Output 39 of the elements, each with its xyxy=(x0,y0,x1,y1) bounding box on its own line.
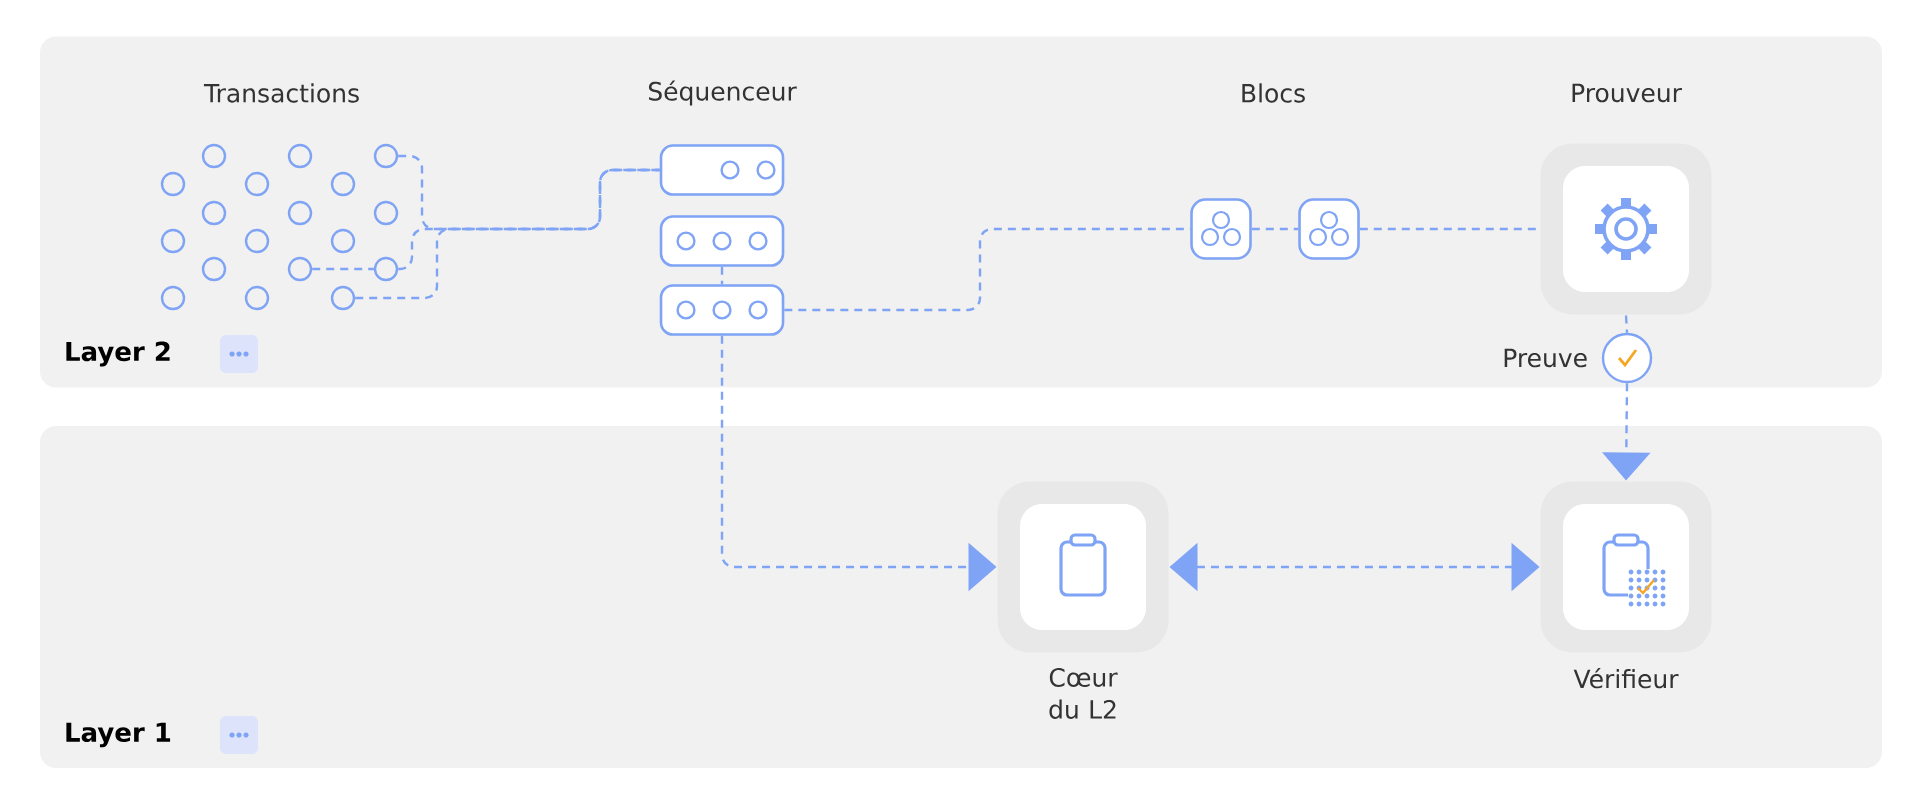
transaction-circle xyxy=(201,200,227,226)
transaction-circle xyxy=(373,200,399,226)
layer-label: Layer 2 xyxy=(66,341,170,367)
connector xyxy=(355,168,660,300)
layer-label: Layer 1 xyxy=(66,722,171,748)
transaction-circle xyxy=(244,285,270,311)
card-heading: Vérifieur xyxy=(1573,668,1679,689)
connector xyxy=(1251,227,1299,231)
transaction-circle xyxy=(160,285,186,311)
block-box xyxy=(1298,198,1360,260)
card-heading: Prouveur xyxy=(1572,83,1682,103)
transaction-circle xyxy=(160,228,186,254)
server-box xyxy=(659,144,785,196)
server-box xyxy=(659,284,785,336)
card-heading: Cœur du L2 xyxy=(1049,668,1118,719)
transaction-circle xyxy=(244,171,270,197)
server-box xyxy=(659,215,785,267)
transaction-circle xyxy=(373,256,399,282)
transaction-circle xyxy=(244,228,270,254)
transaction-circle xyxy=(287,200,313,226)
connector xyxy=(1624,315,1629,333)
transaction-circle xyxy=(373,143,399,169)
connector xyxy=(312,267,374,271)
column-heading: Blocs xyxy=(1242,83,1305,103)
layer-panel xyxy=(40,426,1882,768)
column-heading: Séquenceur xyxy=(648,80,797,106)
column-heading: Transactions xyxy=(203,83,359,103)
transaction-circle xyxy=(201,256,227,282)
proof-label: Preuve xyxy=(1504,348,1587,368)
transaction-circle xyxy=(330,171,356,197)
layer-panel xyxy=(40,36,1882,388)
transaction-circle xyxy=(160,171,186,197)
transaction-circle xyxy=(287,256,313,282)
block-box xyxy=(1190,198,1252,260)
transaction-circle xyxy=(287,143,313,169)
transaction-circle xyxy=(330,228,356,254)
connector xyxy=(720,266,724,285)
transaction-circle xyxy=(201,143,227,169)
transaction-circle xyxy=(330,285,356,311)
